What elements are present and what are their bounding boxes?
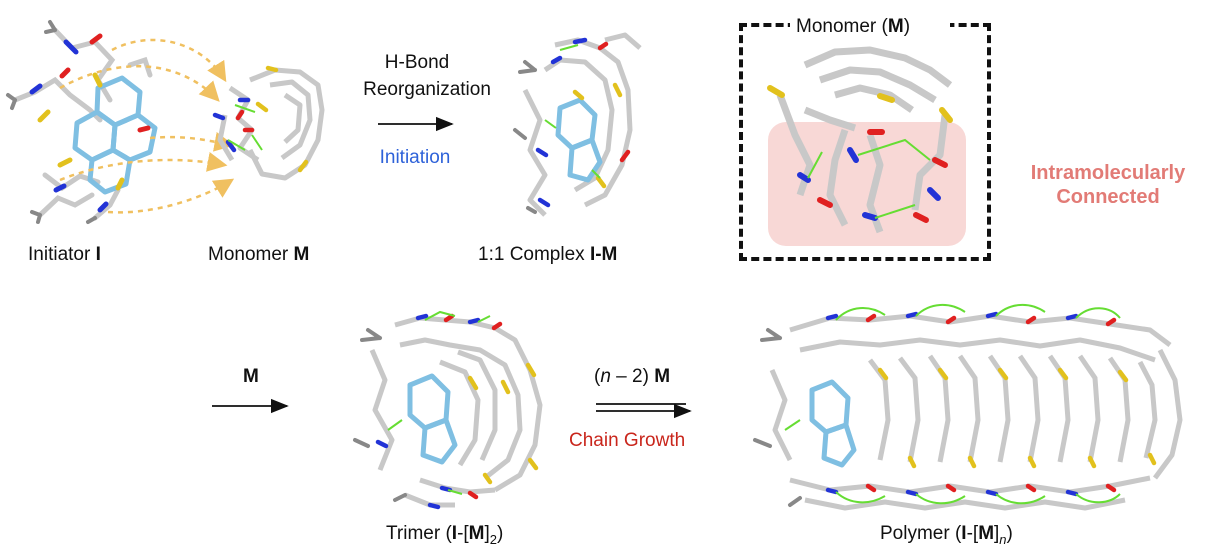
arrow-label-chain-growth: Chain Growth [569, 430, 686, 451]
monomer-molecule [212, 65, 325, 181]
inset-monomer [767, 46, 966, 246]
complex-molecule [513, 32, 642, 217]
inset-dashed-frame [739, 23, 991, 261]
guide-arrows [59, 38, 235, 214]
inset-title-background [790, 14, 950, 38]
arrow-label-monomer: M [243, 366, 259, 387]
intramolecular-label-line1: Intramolecularly [1030, 162, 1186, 184]
arrow-label-initiation: Initiation [379, 147, 451, 168]
polymer-label: Polymer (I-[M]n) [880, 523, 1013, 547]
polymer-molecule [753, 304, 1183, 511]
initiator-label: Initiator I [28, 244, 101, 265]
initiator-molecule [6, 20, 158, 224]
trimer-label: Trimer (I-[M]2) [386, 523, 504, 547]
monomer-label: Monomer M [208, 244, 310, 265]
trimer-molecule [353, 310, 543, 510]
inset-title: Monomer (M) [796, 16, 911, 37]
complex-label: 1:1 Complex I-M [478, 244, 618, 265]
reaction-arrows [212, 116, 692, 419]
arrow-label-n-minus-2: (n – 2) M [594, 366, 671, 387]
arrow-label-hbond: H-Bond [384, 52, 450, 73]
arrow-label-reorganization: Reorganization [363, 79, 491, 100]
intramolecular-label-line2: Connected [1056, 186, 1160, 208]
